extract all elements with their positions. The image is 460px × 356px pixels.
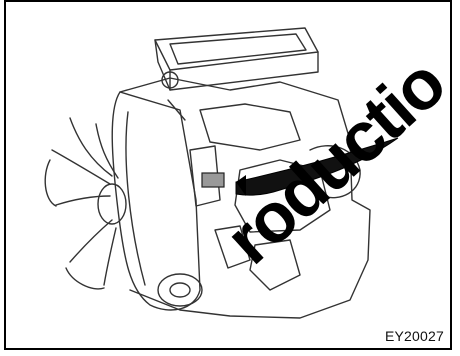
air-filter — [155, 28, 318, 90]
indicated-component — [202, 173, 224, 187]
crank-pulley — [158, 274, 202, 306]
fan — [45, 118, 126, 289]
figure-code: EY20027 — [385, 328, 444, 344]
